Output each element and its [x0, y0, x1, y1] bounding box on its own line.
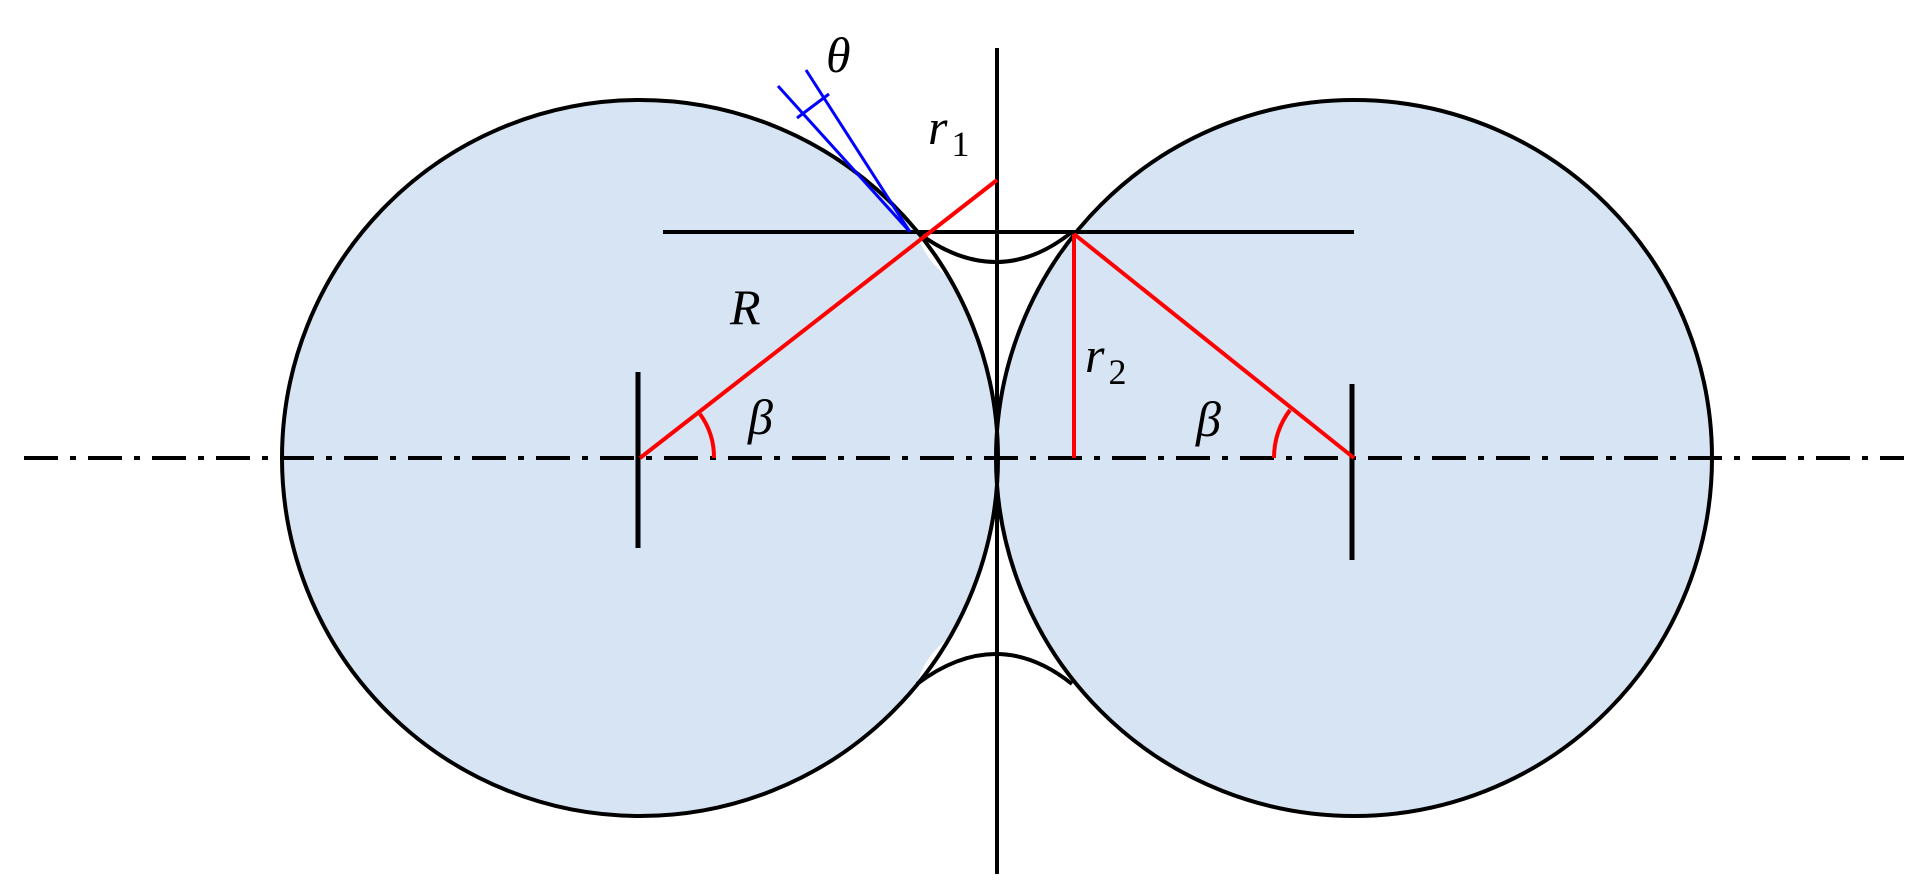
theta-arc	[796, 92, 830, 120]
r2-main: r	[1085, 327, 1105, 383]
r1-subscript: 1	[951, 124, 969, 164]
radius-lines	[638, 178, 1356, 460]
theta-label: θ	[826, 27, 851, 83]
contact-angle-lines	[776, 69, 912, 234]
tangent-line	[776, 84, 912, 234]
right-radius-line	[1072, 232, 1356, 460]
beta-left-arc	[698, 412, 717, 459]
radius-R-line	[638, 178, 999, 460]
top-meniscus	[915, 230, 1074, 264]
beta-left-label: β	[747, 389, 773, 445]
r1-main: r	[928, 99, 948, 155]
liquid-bridge	[917, 232, 1072, 684]
R-label: R	[729, 279, 761, 335]
bottom-meniscus	[915, 652, 1074, 686]
r2-subscript: 2	[1108, 352, 1126, 392]
beta-right-arc	[1272, 408, 1292, 459]
beta-right-label: β	[1195, 391, 1221, 447]
